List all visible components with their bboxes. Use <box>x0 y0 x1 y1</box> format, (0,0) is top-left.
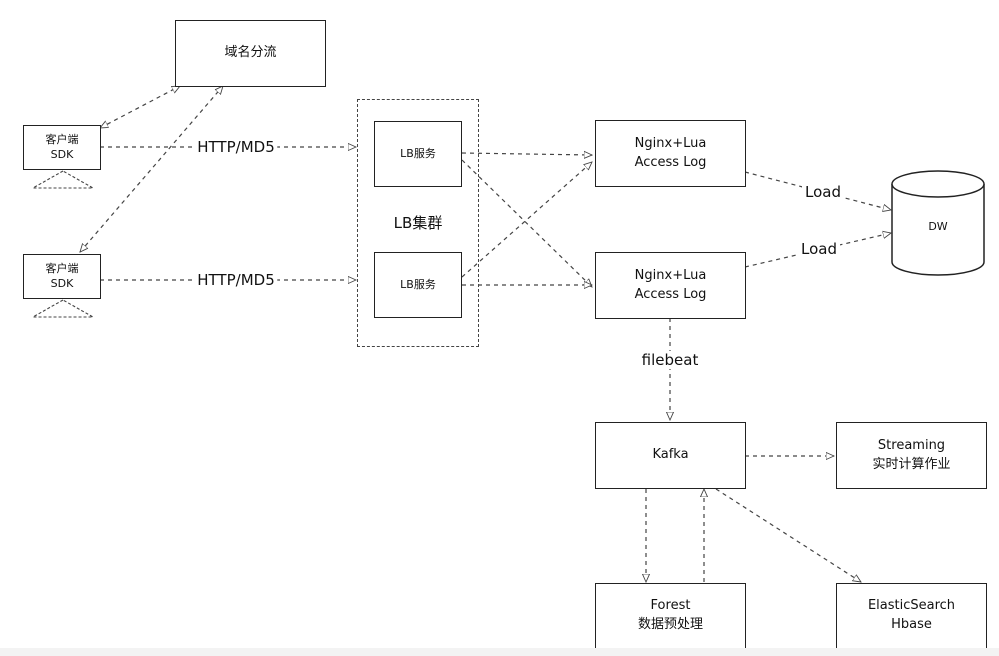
streaming-line1: Streaming <box>877 437 946 453</box>
lb-cluster-label: LB集群 <box>390 214 446 232</box>
filebeat-label: filebeat <box>638 351 702 369</box>
forest-line1: Forest <box>650 598 691 614</box>
nginx-top-line1: Nginx+Lua <box>634 135 707 151</box>
domain-split-label: 域名分流 <box>224 45 277 61</box>
edge-client-top-domain <box>100 85 180 129</box>
nginx-bottom-line2: Access Log <box>634 286 707 302</box>
client-bottom-node: 客户端 SDK <box>23 254 101 299</box>
kafka-label: Kafka <box>652 447 689 463</box>
lb-service-top-node: LB服务 <box>374 121 462 187</box>
load-bottom-label: Load <box>798 240 840 258</box>
load-top-label: Load <box>802 183 844 201</box>
http-bottom-label: HTTP/MD5 <box>194 271 278 289</box>
client-top-line1: 客户端 <box>45 132 79 146</box>
client-top-node: 客户端 SDK <box>23 125 101 170</box>
dw-node: DW <box>892 205 984 249</box>
elastic-line2: Hbase <box>891 617 932 632</box>
domain-split-node: 域名分流 <box>175 20 326 87</box>
client-top-stand-icon <box>30 170 96 189</box>
elastic-line1: ElasticSearch <box>867 598 956 614</box>
streaming-line2: 实时计算作业 <box>872 456 951 472</box>
client-bottom-stand-icon <box>30 299 96 318</box>
client-bottom-line1: 客户端 <box>45 261 79 275</box>
client-bottom-line2: SDK <box>50 276 74 290</box>
bottom-edge-strip <box>0 648 999 656</box>
nginx-top-node: Nginx+Lua Access Log <box>595 120 746 187</box>
lb-service-bottom-label: LB服务 <box>400 277 436 291</box>
dw-label: DW <box>928 219 948 233</box>
nginx-bottom-node: Nginx+Lua Access Log <box>595 252 746 319</box>
elastic-node: ElasticSearch Hbase <box>836 583 987 649</box>
forest-line2: 数据预处理 <box>637 617 703 632</box>
streaming-node: Streaming 实时计算作业 <box>836 422 987 489</box>
nginx-top-line2: Access Log <box>634 154 707 170</box>
forest-node: Forest 数据预处理 <box>595 583 746 649</box>
client-top-line2: SDK <box>50 147 74 161</box>
kafka-node: Kafka <box>595 422 746 489</box>
nginx-bottom-line1: Nginx+Lua <box>634 267 707 283</box>
edge-lb-top-nginx-top <box>461 153 592 155</box>
dw-database-icon <box>891 170 985 276</box>
lb-service-bottom-node: LB服务 <box>374 252 462 318</box>
edge-client-bottom-domain <box>80 86 223 252</box>
http-top-label: HTTP/MD5 <box>194 138 278 156</box>
edge-kafka-elastic <box>715 488 861 582</box>
lb-cluster-group <box>357 99 479 347</box>
lb-service-top-label: LB服务 <box>400 146 436 160</box>
edge-lb-bottom-nginx-top <box>461 162 592 278</box>
edge-lb-top-nginx-bottom <box>461 159 592 287</box>
